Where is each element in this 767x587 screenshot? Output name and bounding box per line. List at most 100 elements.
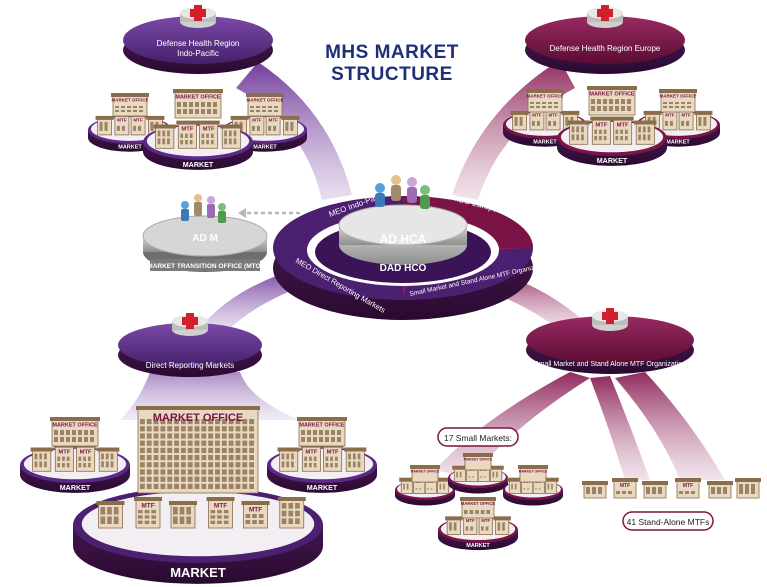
beam-small-markets-group — [435, 372, 590, 478]
market-office-label: MARKET OFFICE — [589, 92, 635, 98]
mtf-label: MTF — [548, 112, 557, 117]
mtf-label: MTF — [214, 503, 227, 510]
building-icon — [281, 115, 300, 136]
mtf-label: MTF — [620, 483, 630, 489]
mtf-label: MTF — [268, 117, 277, 122]
small-markets-callout: 17 Small Markets: — [437, 427, 519, 447]
building-icon: MARKET OFFICE — [410, 465, 440, 483]
building-icon: MARKET OFFICE — [50, 417, 100, 447]
building-icon — [452, 465, 468, 482]
red-cross-icon — [182, 313, 198, 329]
market-disk-small-4: MTF MTF MARKET — [438, 513, 518, 551]
building-icon: MTF — [300, 443, 323, 472]
market-label: MARKET — [60, 484, 91, 492]
beam-stand-alone — [615, 372, 725, 480]
building-icon: MARKET OFFICE — [246, 93, 284, 117]
mtf-label: MTF — [249, 507, 262, 514]
mtf-label: MTF — [327, 449, 339, 455]
region-europe: Defense Health Region Europe — [525, 5, 685, 74]
market-label: MARKET — [253, 145, 277, 151]
mtf-label: MTF — [58, 449, 70, 455]
building-icon: MARKET OFFICE — [526, 89, 564, 113]
building-icon: MARKET OFFICE — [136, 406, 260, 494]
mtf-label: MTF — [481, 518, 490, 523]
market-label: MARKET — [597, 157, 628, 165]
building-icon — [344, 447, 367, 472]
market-office-label-main: MARKET OFFICE — [153, 412, 243, 424]
mtf-label: MTF — [595, 122, 607, 128]
market-office-label: MARKET OFFICE — [660, 94, 697, 99]
mtf-label: MTF — [80, 449, 92, 455]
building-icon: MTF — [206, 497, 235, 529]
stand-alone-mtfs: 41 Stand-Alone MTFs — [627, 517, 710, 527]
market-label-main: MARKET — [170, 565, 226, 580]
building-icon: MTF — [134, 497, 162, 529]
market-office-label: MARKET OFFICE — [461, 501, 496, 506]
building-icon — [488, 465, 504, 482]
market-office-label: MARKET OFFICE — [411, 470, 440, 474]
market-office-label: MARKET OFFICE — [527, 94, 564, 99]
mtf-label: MTF — [466, 518, 475, 523]
building-icon — [153, 124, 176, 149]
mtf-label: MTF — [681, 112, 690, 117]
building-icon — [642, 481, 668, 499]
adm-node: AD M MARKET TRANSITION OFFICE (MTO) — [142, 194, 300, 272]
market-office-label: MARKET OFFICE — [247, 98, 284, 103]
market-office-label: MARKET OFFICE — [519, 470, 548, 474]
market-label: MARKET — [183, 161, 214, 169]
building-icon — [277, 447, 300, 472]
small-markets-count: 17 Small Markets: — [444, 433, 512, 443]
building-icon: MTF — [321, 443, 344, 472]
building-icon — [567, 120, 590, 145]
dad-hco-label: DAD HCO — [380, 263, 427, 274]
mtf-label: MTF — [532, 112, 541, 117]
market-office-label: MARKET OFFICE — [175, 95, 221, 101]
building-icon: MTF — [611, 116, 634, 145]
title-line-2: STRUCTURE — [331, 64, 453, 85]
people-group-icon — [375, 175, 430, 209]
mtf-label: MTF — [305, 449, 317, 455]
market-office-label: MARKET OFFICE — [112, 98, 149, 103]
mtf-label: MTF — [203, 126, 215, 132]
people-group-icon — [181, 194, 226, 223]
building-icon: MARKET OFFICE — [659, 89, 697, 113]
market-label: MARKET — [466, 543, 490, 549]
market-disk-indo-center: MTF MTF MARKET — [143, 120, 253, 170]
building-icon — [634, 120, 657, 145]
market-disk-direct-left: MTF MTF MARKET — [20, 443, 130, 493]
market-office-label: MARKET OFFICE — [464, 458, 493, 462]
market-office-label: MARKET OFFICE — [52, 423, 98, 429]
mtf-label: MTF — [683, 483, 693, 489]
region-label-europe: Defense Health Region Europe — [550, 44, 661, 53]
mtf-label: MTF — [665, 112, 674, 117]
building-icon: MTF — [53, 443, 76, 472]
building-icon: MTF — [612, 478, 638, 499]
building-icon — [445, 516, 463, 535]
region-label-indo-pacific-1: Defense Health Region — [157, 39, 240, 48]
building-icon — [735, 478, 761, 499]
mtf-label: MTF — [141, 503, 154, 510]
building-icon: MARKET OFFICE — [297, 417, 347, 447]
market-disk-direct-main: MTF MTF MTF MARKET — [73, 487, 323, 584]
building-icon: MARKET OFFICE — [460, 497, 496, 519]
red-cross-icon — [190, 5, 206, 21]
adm-label: AD M — [192, 233, 218, 244]
stand-alone-mtf-row: MTF MTF — [582, 478, 761, 499]
dashed-arrow-icon — [238, 208, 300, 218]
mtf-label: MTF — [181, 126, 193, 132]
building-icon — [30, 447, 53, 472]
market-office-label: MARKET OFFICE — [299, 423, 345, 429]
title-line-1: MHS MARKET — [325, 42, 459, 63]
red-cross-icon — [602, 308, 618, 324]
region-small-market: Small Market and Stand Alone MTF Organiz… — [526, 308, 694, 374]
building-icon — [493, 516, 511, 535]
market-label: MARKET — [666, 140, 690, 146]
region-label-indo-pacific-2: Indo-Pacific — [177, 49, 219, 58]
building-icon: MARKET OFFICE — [111, 93, 149, 117]
building-icon — [97, 447, 120, 472]
building-icon — [435, 477, 451, 494]
